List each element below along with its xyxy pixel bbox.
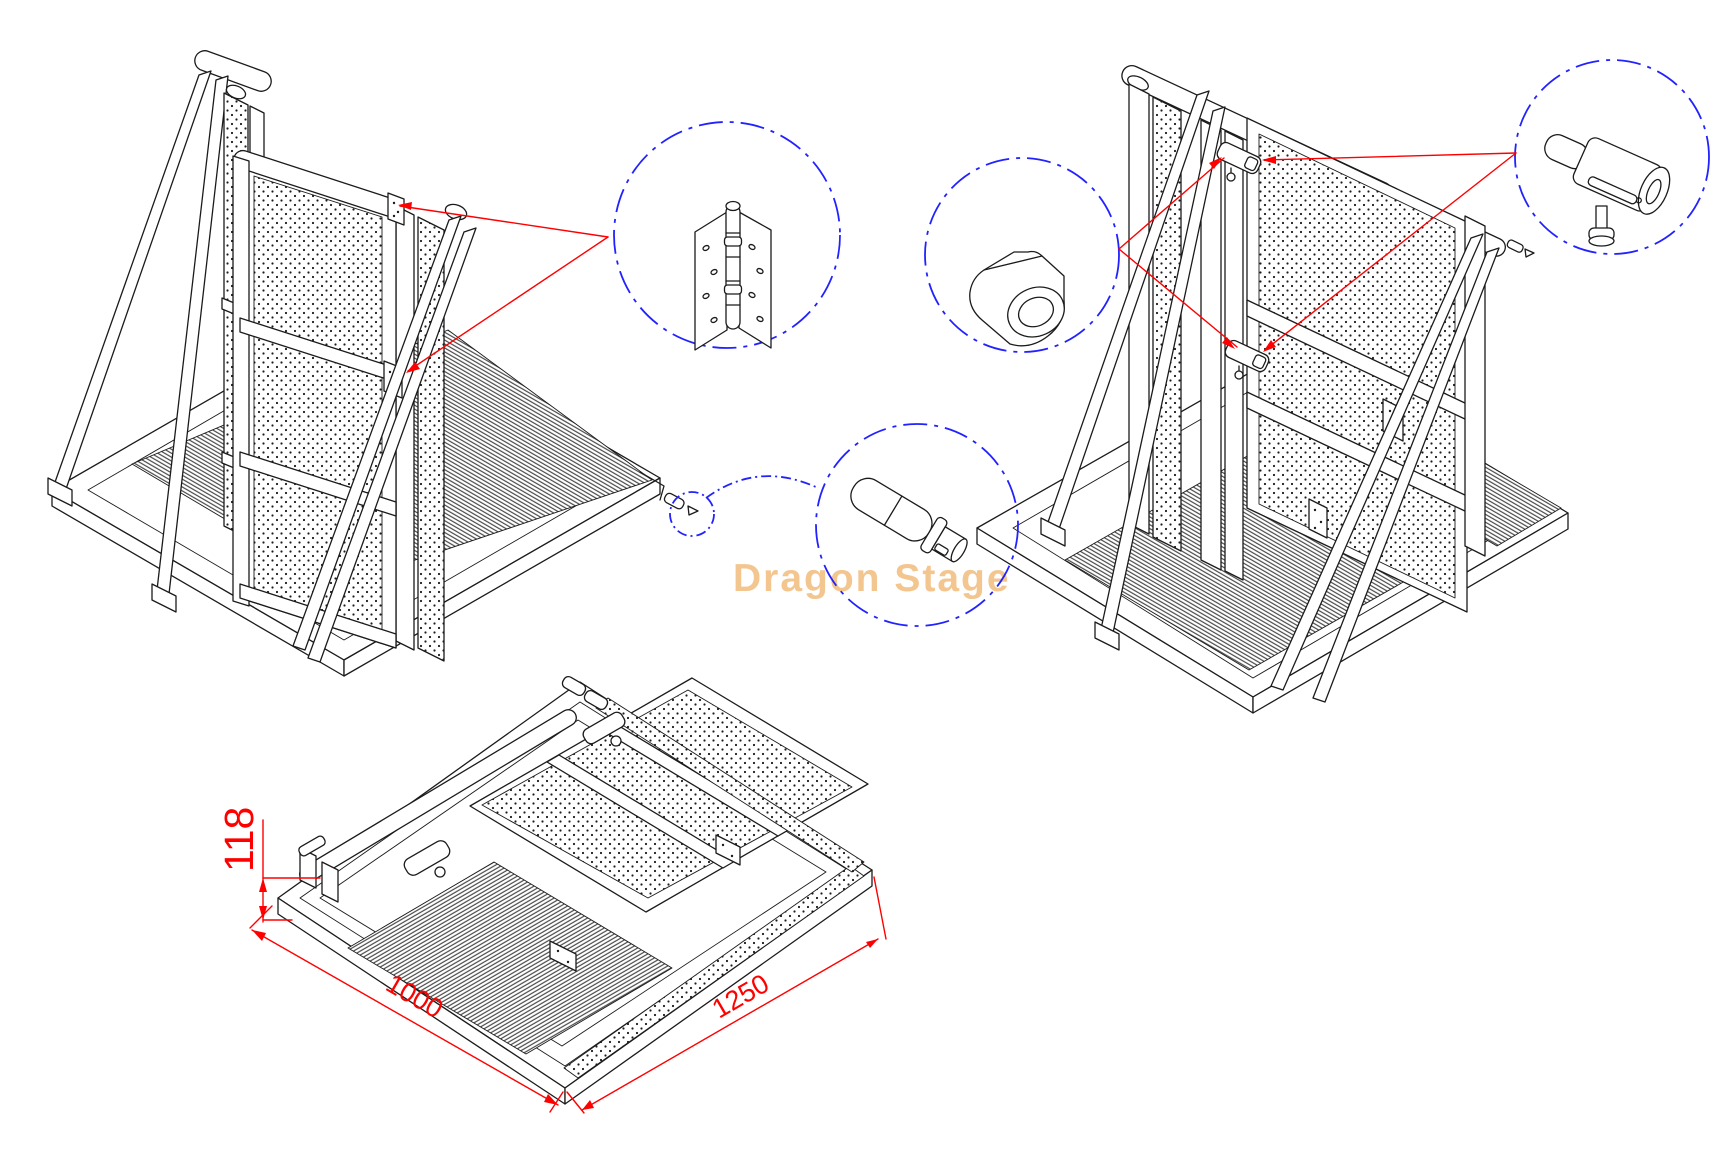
round-nut-icon [969,250,1065,347]
gate-mesh [253,175,383,631]
gate-bottom-rail [239,583,397,649]
latch-top [1216,141,1262,182]
detail-bubble-hinge [613,121,841,349]
leader-lines [398,152,1517,373]
left-post [1128,83,1150,535]
brace-foot-plate [47,477,73,507]
hinge-icon [694,200,772,351]
folded-ramp-hatch [347,861,673,1055]
hinge-barrel [583,689,609,711]
detail-bubble-latch [1514,59,1710,255]
detail-bubble-pin [815,423,1019,627]
right-brace-2 [1312,247,1500,703]
leader-arrow [406,362,420,373]
deck-corner-pin [663,492,699,516]
latch-bottom [1224,339,1270,380]
brace-foot-plate [1040,517,1066,547]
folded-latch [403,840,451,878]
folded-latch [582,711,626,747]
watermark: Dragon Stage [733,557,1011,600]
detail-bubble-round-nut [924,157,1120,353]
deck-corner-bracket [639,471,665,501]
leader-arrow [1209,157,1222,169]
leader-arrow [398,202,412,210]
hinge-barrel [561,675,587,697]
folded-gate-rail [546,754,736,869]
dimension-118: 118 [216,807,321,923]
rail-end-pin [1506,239,1535,258]
leader-arrow [1222,337,1235,349]
right-brace-1 [1270,233,1484,691]
leader-arrow [1262,156,1276,164]
bubble-connector-arc [705,475,819,499]
latch-assembly-icon [1544,134,1671,247]
hinge-plate-top [387,192,405,226]
folded-hinge-plate [549,940,577,972]
folded-hinge-plate [715,834,741,866]
detail-bubbles [613,59,1710,627]
dimension-118-text: 118 [216,807,262,872]
leader-arrow [1263,340,1276,352]
right-barrier-view [976,65,1569,714]
front-brace-2 [307,227,477,663]
locking-pin-icon [850,477,968,563]
top-rail [194,50,272,92]
brace-foot-plate [151,583,177,613]
hinge-plate [1308,498,1328,539]
folded-barrier-view [277,675,873,1105]
gate-open [232,149,403,649]
left-barrier-view [47,50,699,677]
gate-stile [232,155,250,607]
brace-foot-plate [1094,621,1120,651]
front-brace-1 [292,215,462,651]
detail-bubble-corner-pin [669,491,715,537]
